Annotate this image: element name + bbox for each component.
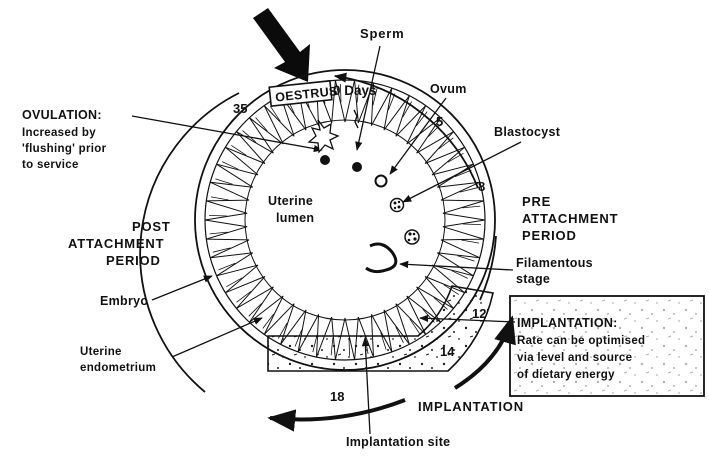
fertilised-ovum-icon	[352, 162, 362, 172]
endometrial-fold	[236, 287, 273, 322]
pre-label-2: ATTACHMENT	[522, 211, 618, 226]
blastocyst-icon	[391, 199, 404, 212]
filamentous-label-2: stage	[516, 272, 550, 286]
implantation-box-line-2: via level and source	[517, 352, 632, 364]
hatched-blastocyst-icon	[405, 230, 419, 244]
implantation-band	[268, 286, 493, 371]
ovulation-title: OVULATION:	[22, 108, 102, 122]
down-arrow-icon	[253, 8, 310, 82]
implantation-site-label: Implantation site	[346, 435, 450, 449]
implantation-box-line-1: Rate can be optimised	[517, 335, 645, 347]
ovum-icon	[320, 155, 330, 165]
pre-label-3: PERIOD	[522, 228, 577, 243]
endometrial-fold	[396, 96, 426, 137]
ovulation-line-1: Increased by	[22, 127, 96, 139]
gland-branch	[211, 197, 229, 200]
pre-label-1: PRE	[522, 194, 551, 209]
post-label-1: POST	[132, 219, 171, 234]
day-5: 5	[436, 114, 443, 129]
post-label-2: ATTACHMENT	[68, 236, 164, 251]
endometrium-label-1: Uterine	[80, 346, 122, 358]
zygote-icon	[376, 176, 387, 187]
uterine-lumen-label-1: Uterine	[268, 194, 313, 208]
blastocyst-label: Blastocyst	[494, 125, 561, 139]
day-8: 8	[478, 179, 485, 194]
day-18: 18	[330, 389, 344, 404]
gland-branch	[403, 102, 412, 118]
implantation-note-box: IMPLANTATION: Rate can be optimised via …	[510, 296, 704, 396]
sperm-label: Sperm	[360, 26, 404, 41]
gland-branch	[461, 240, 479, 243]
endometrial-fold	[441, 239, 484, 258]
filamentous-label-1: Filamentous	[516, 256, 593, 270]
ovulation-line-3: to service	[22, 159, 79, 171]
day-35: 35	[233, 101, 247, 116]
implantation-box-line-3: of dietary energy	[517, 369, 615, 381]
ovulation-line-2: 'flushing' prior	[22, 143, 107, 155]
endometrial-fold	[205, 201, 247, 220]
endometrium-label-2: endometrium	[80, 362, 156, 374]
uterine-lumen-label-2: lumen	[276, 211, 314, 225]
gland-branch	[209, 215, 227, 216]
endometrial-fold	[206, 182, 249, 201]
ovum-label: Ovum	[430, 82, 467, 96]
filamentous-embryo-icon	[366, 244, 396, 272]
endometrial-fold	[443, 201, 485, 220]
implantation-label: IMPLANTATION	[418, 399, 524, 414]
day-14: 14	[440, 344, 455, 359]
embryo-label: Embryo	[100, 294, 148, 308]
day-12: 12	[472, 306, 486, 321]
endometrial-fold	[443, 220, 485, 239]
implantation-box-title: IMPLANTATION:	[517, 316, 618, 330]
endometrial-fold	[205, 220, 247, 239]
gland-branch	[463, 224, 481, 225]
post-label-3: PERIOD	[106, 253, 161, 268]
